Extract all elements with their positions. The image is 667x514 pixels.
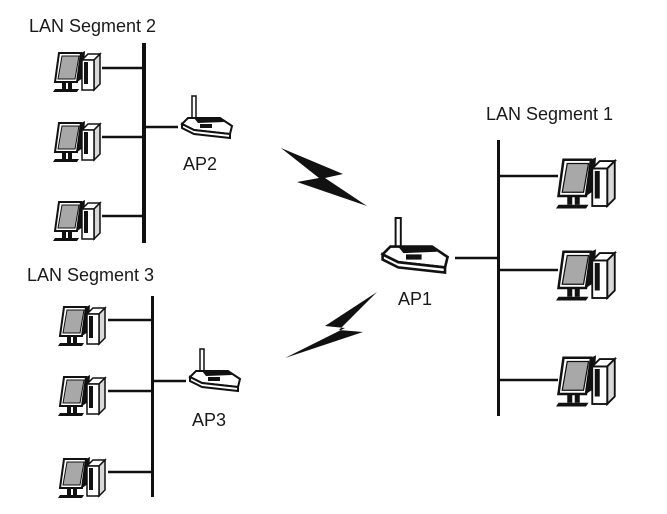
segment-3-label: LAN Segment 3 [27, 265, 155, 285]
lan-segment-2 [52, 43, 233, 243]
computer-icon [52, 120, 101, 163]
computer-icon [554, 248, 616, 302]
ap3-label: AP3 [192, 410, 227, 430]
access-point-icon [181, 95, 233, 139]
lan-segment-1 [381, 140, 616, 416]
lightning-bolt-icon [281, 148, 367, 206]
segment-2-label: LAN Segment 2 [29, 16, 157, 36]
computer-icon [57, 456, 106, 499]
lan-segment-3 [57, 296, 241, 499]
computer-icon [57, 304, 106, 347]
segment-3-backbone [151, 296, 154, 497]
segment-2-backbone [142, 43, 146, 243]
access-point-icon [381, 216, 449, 274]
segment-1-label: LAN Segment 1 [486, 104, 614, 124]
ap1-label: AP1 [398, 289, 433, 309]
ap2-label: AP2 [183, 154, 218, 174]
computer-icon [554, 354, 616, 408]
computer-icon [57, 374, 106, 417]
lightning-bolt-icon [285, 292, 377, 358]
computer-icon [52, 50, 101, 93]
computer-icon [554, 156, 616, 210]
access-point-icon [189, 348, 241, 392]
segment-1-backbone [497, 140, 500, 416]
computer-icon [52, 199, 101, 242]
